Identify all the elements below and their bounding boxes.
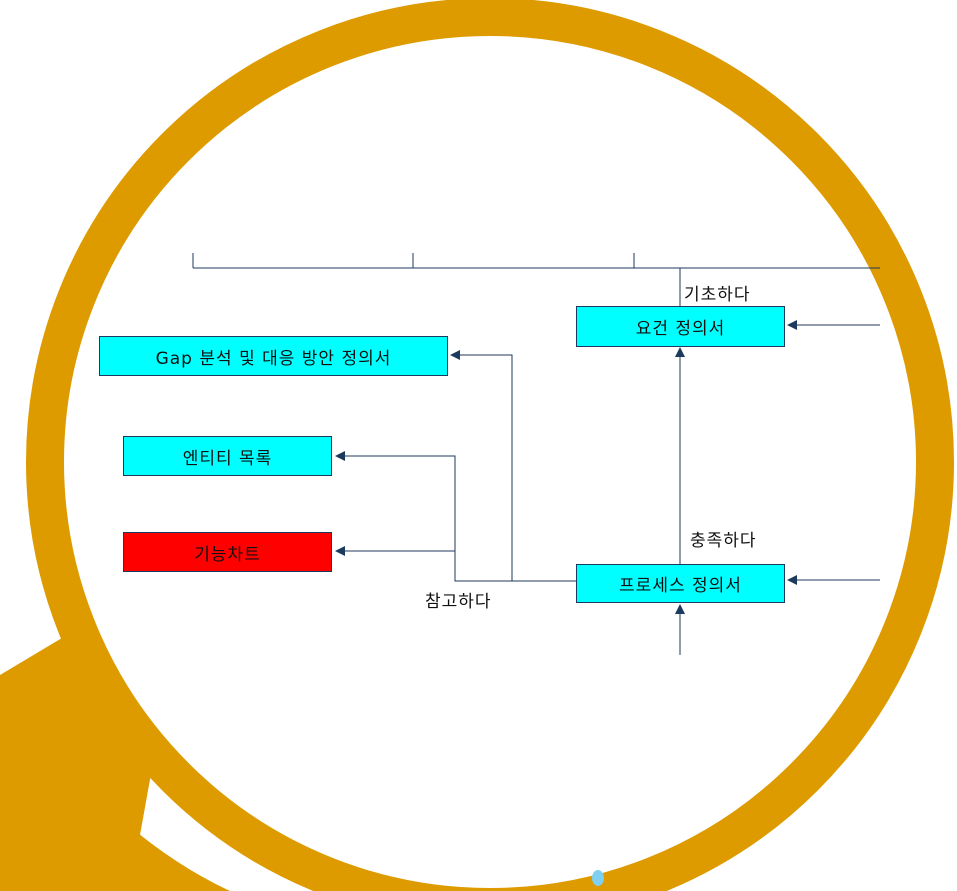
top-connector-lines — [192, 253, 880, 306]
entity-list-label: 엔티티 목록 — [182, 448, 273, 469]
function-chart-label: 기능차트 — [194, 544, 261, 565]
process-spec-label: 프로세스 정의서 — [619, 576, 742, 596]
entity-list-box: 엔티티 목록 — [123, 436, 332, 476]
gap-analysis-box: Gap 분석 및 대응 방안 정의서 — [99, 336, 448, 376]
incoming-arrows — [675, 320, 880, 655]
requirements-spec-box: 요건 정의서 — [576, 306, 785, 347]
requirements-spec-label: 요건 정의서 — [635, 319, 726, 339]
process-spec-box: 프로세스 정의서 — [576, 564, 785, 603]
gap-analysis-label: Gap 분석 및 대응 방안 정의서 — [155, 348, 392, 369]
decor-dot — [592, 870, 604, 886]
refers-to-label: 참고하다 — [425, 592, 492, 612]
function-chart-box: 기능차트 — [123, 532, 332, 572]
handle-outer-arc — [0, 675, 230, 891]
magnifier-ring — [26, 0, 954, 891]
satisfies-label: 충족하다 — [690, 531, 757, 551]
refers-to-arrows — [335, 350, 577, 582]
based-on-label: 기초하다 — [684, 285, 751, 305]
